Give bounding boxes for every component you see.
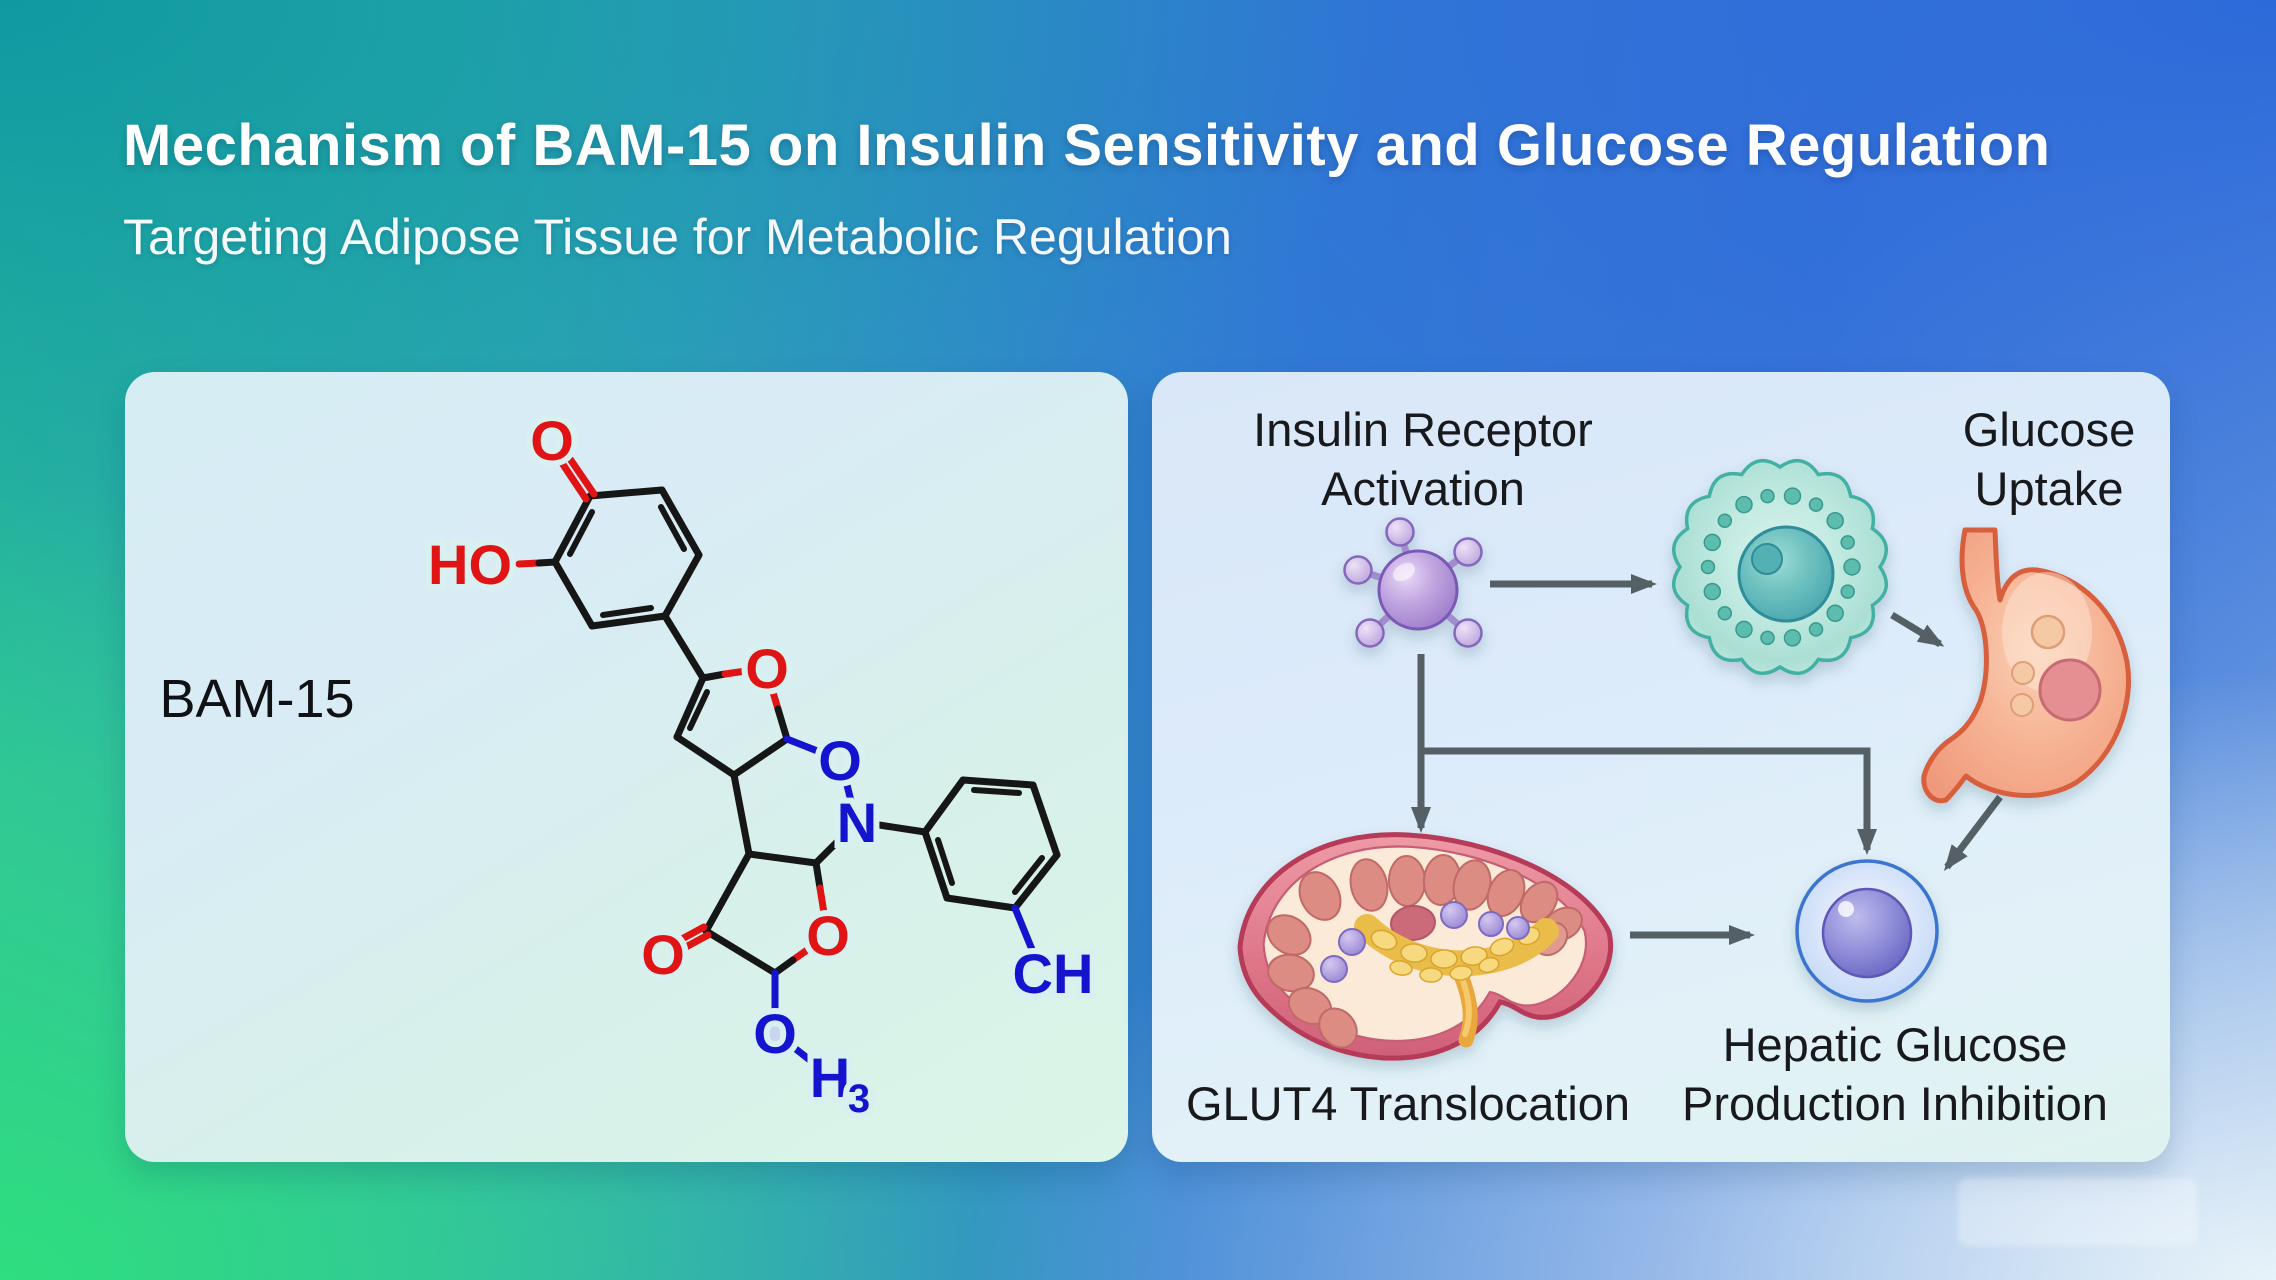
label-line: Insulin Receptor	[1253, 403, 1593, 456]
cell-vesicle-dots	[1700, 487, 1861, 647]
pathway-arrows	[1411, 574, 2003, 945]
bond-lines	[515, 452, 1061, 1065]
atom-o-bridge: O	[818, 729, 862, 792]
cell-nucleus	[1737, 525, 1835, 623]
insulin-receptor-icon	[1343, 517, 1483, 648]
page-subtitle: Targeting Adipose Tissue for Metabolic R…	[123, 209, 1232, 265]
atom-o-furan: O	[745, 637, 789, 700]
atom-o-top: O	[530, 409, 574, 472]
atom-h-subscript: 3	[848, 1077, 870, 1121]
arrow-stomach-to-hepatocyte	[1943, 794, 2003, 871]
label-glut4-translocation: GLUT4 Translocation	[1186, 1074, 1630, 1133]
atom-ho: HO	[428, 533, 512, 596]
atom-o-methoxy: O	[753, 1002, 797, 1065]
label-line: Uptake	[1974, 462, 2124, 515]
atom-o-bottom: O	[641, 923, 685, 986]
label-line: GLUT4 Translocation	[1185, 1077, 1631, 1130]
atom-n-bridge: N	[837, 791, 877, 854]
label-line: Hepatic Glucose	[1722, 1018, 2068, 1071]
label-insulin-receptor-activation: Insulin Receptor Activation	[1253, 400, 1593, 518]
label-line: Production Inhibition	[1682, 1077, 2108, 1130]
stomach-icon	[1921, 527, 2132, 804]
bam15-structure-icon: O HO O O N O O O H 3 CH	[422, 403, 1099, 1127]
tissue-purple-vesicles	[1320, 901, 1530, 983]
hepatocyte-nucleus	[1821, 887, 1913, 979]
atom-o-lactone: O	[806, 904, 850, 967]
methoxy-o-disc	[753, 1011, 797, 1055]
glut4-tissue-icon	[1237, 832, 1614, 1061]
pathway-diagram	[1237, 458, 2132, 1061]
label-line: Activation	[1321, 462, 1525, 515]
pathway-panel: Insulin Receptor Activation Glucose Upta…	[1152, 372, 2170, 1162]
compound-label: BAM-15	[159, 669, 355, 729]
target-cell-icon	[1671, 458, 1889, 676]
arrow-cell-to-stomach	[1890, 612, 1945, 647]
label-hepatic-glucose-inhibition: Hepatic Glucose Production Inhibition	[1682, 1015, 2108, 1133]
atom-ch: CH	[1013, 942, 1094, 1005]
label-glucose-uptake: Glucose Uptake	[1963, 400, 2135, 518]
watermark-block	[1958, 1178, 2198, 1246]
label-line: Glucose	[1962, 403, 2136, 456]
hepatocyte-icon	[1795, 859, 1939, 1003]
molecule-panel: BAM-15	[125, 372, 1128, 1162]
page-title: Mechanism of BAM-15 on Insulin Sensitivi…	[123, 113, 2051, 178]
atom-h-methyl: H	[810, 1046, 850, 1109]
arrow-branch-to-hepatocyte	[1421, 747, 1877, 855]
atom-labels: O HO O O N O O O H 3 CH	[422, 403, 1099, 1127]
